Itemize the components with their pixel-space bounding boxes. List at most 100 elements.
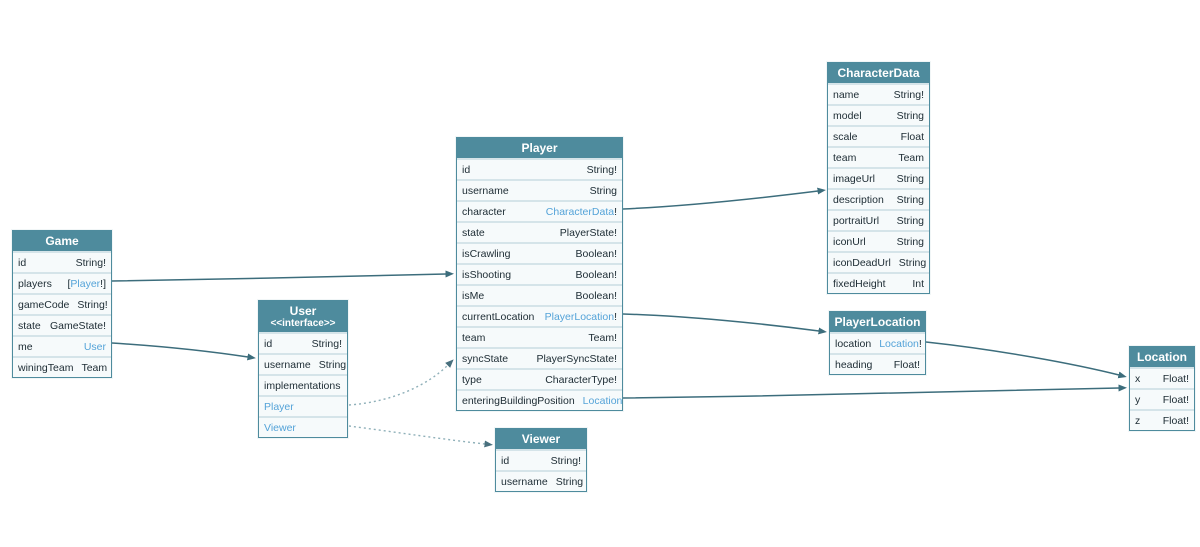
field-type: PlayerState! bbox=[560, 227, 617, 239]
field-row-username: username String bbox=[457, 179, 622, 200]
type-link-user[interactable]: User bbox=[83, 340, 106, 353]
entity-header-user[interactable]: User<<interface>> bbox=[259, 301, 347, 332]
entity-header-location[interactable]: Location bbox=[1130, 347, 1194, 367]
field-type: GameState! bbox=[50, 320, 106, 332]
field-row-players: players[Player!] bbox=[13, 272, 111, 293]
entity-header-playerlocation[interactable]: PlayerLocation bbox=[830, 312, 925, 332]
type-text: PlayerSyncState! bbox=[536, 352, 617, 365]
field-name: description bbox=[833, 193, 884, 206]
edge-player-character-to-characterdata bbox=[622, 187, 826, 210]
field-name: y bbox=[1135, 393, 1141, 406]
entity-title: Game bbox=[45, 234, 79, 248]
entity-title: CharacterData bbox=[837, 66, 920, 80]
field-type: String bbox=[556, 476, 583, 488]
field-type: Float! bbox=[894, 359, 920, 371]
field-type: String! bbox=[551, 455, 581, 467]
implementation-link-player[interactable]: Player bbox=[259, 395, 347, 416]
type-text: ! bbox=[614, 205, 617, 218]
type-text: [ bbox=[67, 277, 71, 290]
field-row-name: name String! bbox=[828, 83, 929, 104]
edge-game-me-to-user bbox=[111, 342, 256, 361]
field-name: username bbox=[501, 475, 548, 488]
type-link-location[interactable]: Location bbox=[879, 337, 919, 350]
field-type: Boolean! bbox=[576, 269, 617, 281]
type-text: Float! bbox=[1162, 393, 1189, 406]
field-name: portraitUrl bbox=[833, 214, 880, 227]
field-name: id bbox=[501, 454, 510, 467]
field-name: id bbox=[462, 163, 471, 176]
field-type: String bbox=[897, 236, 924, 248]
field-type: String bbox=[897, 173, 924, 185]
entity-title: Viewer bbox=[521, 432, 561, 446]
type-text: String bbox=[896, 214, 924, 227]
entity-viewer: Viewer id String!username String bbox=[495, 428, 587, 492]
type-text: String! bbox=[311, 337, 342, 350]
type-text: String! bbox=[893, 88, 924, 101]
field-name: username bbox=[264, 358, 311, 371]
type-link-playerlocation[interactable]: PlayerLocation bbox=[544, 310, 615, 323]
field-type: Team! bbox=[588, 332, 617, 344]
type-text: Boolean! bbox=[575, 289, 617, 302]
field-type: Float! bbox=[1163, 373, 1189, 385]
field-name: winingTeam bbox=[18, 361, 74, 374]
type-link-player[interactable]: Player bbox=[70, 277, 101, 290]
implementation-link-viewer[interactable]: Viewer bbox=[259, 416, 347, 437]
field-name: state bbox=[462, 226, 485, 239]
type-text: Int bbox=[912, 277, 924, 290]
field-row-iconUrl: iconUrl String bbox=[828, 230, 929, 251]
edge-playerlocation-location-to-location bbox=[925, 341, 1127, 379]
edge-game-players-to-player bbox=[111, 270, 454, 282]
type-text: Boolean! bbox=[575, 247, 617, 260]
field-name: imageUrl bbox=[833, 172, 876, 185]
field-name: z bbox=[1135, 414, 1141, 427]
field-type: Location bbox=[583, 395, 623, 407]
edge-player-currentlocation-to-playerlocation bbox=[622, 313, 827, 335]
type-text: ! bbox=[918, 337, 922, 350]
field-name: name bbox=[833, 88, 860, 101]
field-type: Team bbox=[81, 362, 107, 374]
field-type: Int bbox=[912, 278, 924, 290]
field-name: iconDeadUrl bbox=[833, 256, 891, 269]
type-text: Team! bbox=[588, 331, 617, 344]
type-link-characterdata[interactable]: CharacterData bbox=[545, 205, 615, 218]
field-name: id bbox=[264, 337, 273, 350]
type-link-location[interactable]: Location bbox=[582, 394, 623, 407]
field-name: id bbox=[18, 256, 27, 269]
field-type: [Player!] bbox=[67, 278, 106, 290]
field-name: x bbox=[1135, 372, 1141, 385]
field-name: state bbox=[18, 319, 41, 332]
type-text: String bbox=[898, 256, 927, 269]
field-name: me bbox=[18, 340, 33, 353]
entity-header-player[interactable]: Player bbox=[457, 138, 622, 158]
type-text: String bbox=[589, 184, 617, 197]
field-type: String! bbox=[894, 89, 924, 101]
entity-title: Player bbox=[521, 141, 558, 155]
field-row-portraitUrl: portraitUrl String bbox=[828, 209, 929, 230]
field-name: iconUrl bbox=[833, 235, 866, 248]
field-type: PlayerSyncState! bbox=[536, 353, 617, 365]
field-row-username: username String bbox=[496, 470, 586, 491]
entity-header-characterdata[interactable]: CharacterData bbox=[828, 63, 929, 83]
field-type: User bbox=[84, 341, 106, 353]
field-type: String! bbox=[312, 338, 342, 350]
entity-header-viewer[interactable]: Viewer bbox=[496, 429, 586, 449]
field-row-id: id String! bbox=[496, 449, 586, 470]
field-type: Float bbox=[901, 131, 924, 143]
field-name: username bbox=[462, 184, 509, 197]
entity-header-game[interactable]: Game bbox=[13, 231, 111, 251]
type-text: String! bbox=[550, 454, 581, 467]
entity-subtitle: <<interface>> bbox=[270, 318, 336, 329]
field-type: Location! bbox=[879, 338, 922, 350]
